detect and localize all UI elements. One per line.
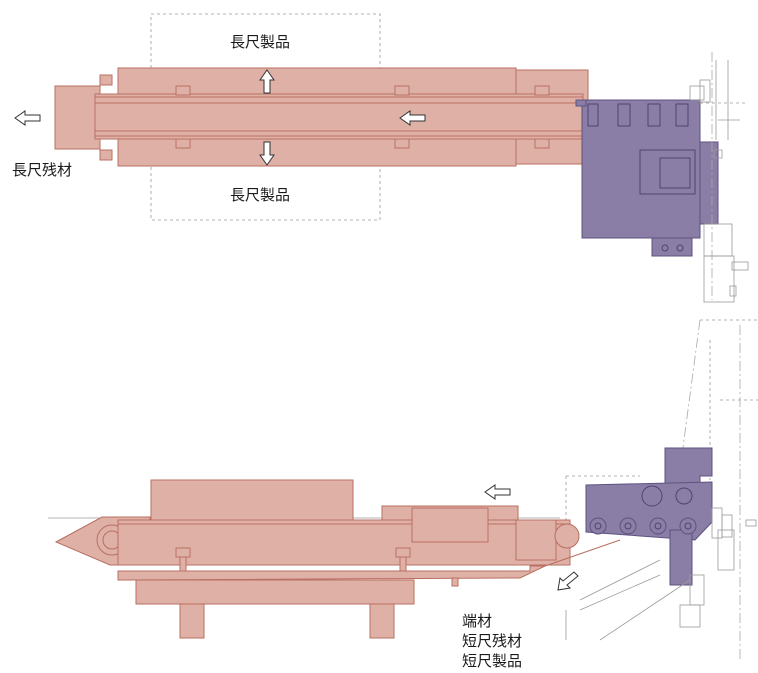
support-structure-plan bbox=[689, 52, 749, 303]
arrow-left-icon bbox=[484, 484, 511, 500]
label-discharge-offcut: 端材 bbox=[462, 612, 493, 630]
frame-pad bbox=[175, 85, 191, 96]
frame-pad bbox=[99, 149, 113, 161]
label-discharge-short-scrap: 短尺残材 bbox=[462, 632, 523, 650]
arrow-up-icon bbox=[259, 69, 275, 94]
support-structure-side bbox=[599, 507, 757, 641]
frame-pad bbox=[394, 85, 410, 96]
frame-pad bbox=[534, 138, 550, 149]
plan-view bbox=[14, 13, 749, 303]
conveyor-beam bbox=[117, 519, 571, 566]
arrow-left-icon bbox=[399, 110, 426, 126]
feed-hopper bbox=[150, 479, 354, 521]
conveyor-belt bbox=[94, 93, 584, 140]
base-leg bbox=[369, 603, 395, 639]
arrow-down-icon bbox=[259, 141, 275, 166]
conveyor-tail-section bbox=[54, 85, 101, 150]
label-discharge-short-product: 短尺製品 bbox=[462, 652, 523, 670]
arrow-left-icon bbox=[14, 110, 41, 126]
side-view bbox=[48, 319, 758, 660]
cutting-machine-side bbox=[585, 447, 713, 586]
label-long-product-lower: 長尺製品 bbox=[230, 186, 291, 204]
arrow-down-left-icon bbox=[557, 571, 579, 591]
frame-pad bbox=[175, 547, 191, 558]
cutting-machine-plan bbox=[575, 99, 719, 257]
frame-pad bbox=[99, 74, 113, 86]
label-long-product-upper: 長尺製品 bbox=[230, 33, 291, 51]
frame-pad bbox=[175, 138, 191, 149]
frame-pad bbox=[534, 85, 550, 96]
base-frame bbox=[135, 579, 415, 605]
frame-pad bbox=[394, 138, 410, 149]
frame-pad bbox=[395, 547, 411, 558]
base-leg bbox=[179, 603, 205, 639]
label-long-scrap: 長尺残材 bbox=[12, 161, 73, 179]
